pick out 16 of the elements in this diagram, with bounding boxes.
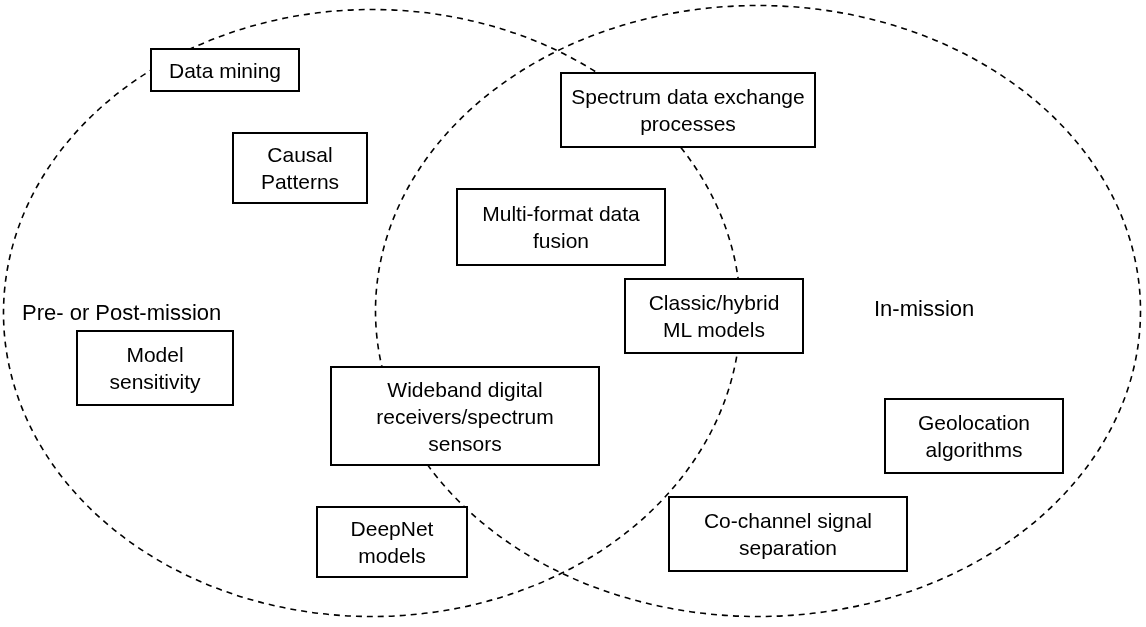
box-text: Model sensitivity (108, 342, 202, 395)
box-text: Data mining (168, 57, 282, 84)
label-box (76, 330, 234, 406)
box-text: Multi-format data fusion (481, 201, 641, 254)
box-text: Spectrum data exchange processes (570, 84, 806, 137)
label-box (456, 188, 666, 266)
label-box (884, 398, 1064, 474)
label-box (668, 496, 908, 572)
box-text: Classic/hybrid ML models (647, 290, 781, 343)
region-label: Pre- or Post-mission (22, 299, 222, 327)
box-text: DeepNet models (349, 516, 435, 569)
box-text: Wideband digital receivers/spectrum sensors (375, 376, 555, 457)
box-text: Geolocation algorithms (916, 410, 1032, 463)
region-label: In-mission (874, 295, 975, 323)
box-text: Co-channel signal separation (702, 508, 874, 561)
box-text: Causal Patterns (259, 142, 341, 195)
